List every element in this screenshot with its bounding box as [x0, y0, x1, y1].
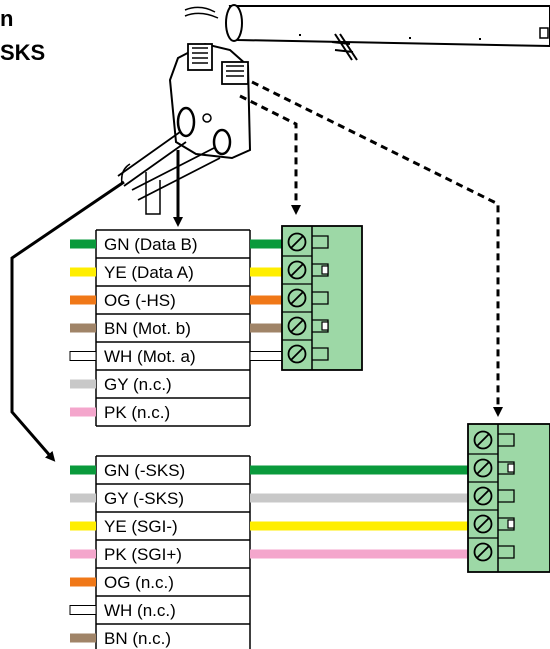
wire-table-1: GN (Data B) YE (Data A) OG (-HS) BN (Mot. b…: [69, 229, 283, 427]
wire-gy: [250, 493, 468, 503]
wire-swatch-gn: [70, 239, 96, 249]
wire-label: OG (-HS): [104, 291, 176, 310]
wire-swatch-pk: [70, 549, 96, 559]
wire-bn: [250, 323, 282, 333]
wire-swatch-gy: [70, 493, 96, 503]
wire-label: GY (n.c.): [104, 375, 172, 394]
title-line-1: n: [0, 6, 14, 31]
wire-label: WH (n.c.): [104, 601, 176, 620]
terminal-block-1: [281, 225, 363, 371]
wire-swatch-gy: [70, 379, 96, 389]
terminal-block-2: [467, 423, 550, 573]
wire-label: BN (Mot. b): [104, 319, 191, 338]
wire-swatch-ye: [70, 521, 96, 531]
arrows: [10, 80, 503, 462]
wire-label: BN (n.c.): [104, 629, 171, 648]
wire-label: GY (-SKS): [104, 489, 184, 508]
arrow-terminal2: [251, 80, 503, 417]
wire-label: PK (SGI+): [104, 545, 182, 564]
wire-label: GN (-SKS): [104, 461, 185, 480]
arrow-table2: [10, 180, 125, 462]
wire-gn: [250, 239, 282, 249]
wire-swatch-bn: [70, 633, 96, 643]
arrow-terminal1: [239, 94, 301, 215]
wire-table-2: GN (-SKS) GY (-SKS) YE (SGI-) PK (SGI+) OG (…: [69, 455, 468, 649]
wire-og: [250, 295, 282, 305]
wire-gn: [250, 465, 468, 475]
wire-swatch-bn: [70, 323, 96, 333]
wire-label: YE (SGI-): [104, 517, 178, 536]
wire-label: WH (Mot. a): [104, 347, 196, 366]
wire-swatch-pk: [70, 407, 96, 417]
wire-swatch-og: [70, 577, 96, 587]
wire-swatch-wh: [69, 605, 97, 615]
cable-plug-icon: [117, 42, 252, 215]
wire-label: OG (n.c.): [104, 573, 174, 592]
wire-label: PK (n.c.): [104, 403, 170, 422]
wire-label: YE (Data A): [104, 263, 194, 282]
wire-swatch-og: [70, 295, 96, 305]
motor-tube-icon: [184, 4, 550, 61]
wire-label: GN (Data B): [104, 235, 198, 254]
wire-pk: [250, 549, 468, 559]
wire-swatch-ye: [70, 267, 96, 277]
wire-ye: [250, 267, 282, 277]
wire-swatch-wh: [69, 351, 97, 361]
wire-ye: [250, 521, 468, 531]
wire-swatch-gn: [70, 465, 96, 475]
title-line-2: SKS: [0, 40, 46, 65]
wire-wh: [249, 351, 283, 361]
